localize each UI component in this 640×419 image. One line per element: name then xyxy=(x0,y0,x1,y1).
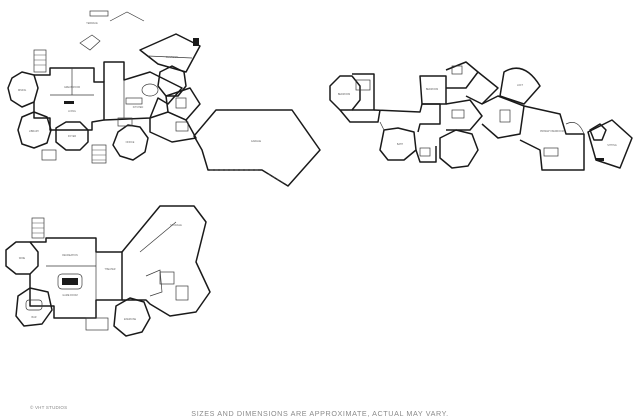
svg-text:SUNROOM: SUNROOM xyxy=(166,56,178,59)
svg-text:GARAGE: GARAGE xyxy=(251,140,262,143)
disclaimer-text: SIZES AND DIMENSIONS ARE APPROXIMATE, AC… xyxy=(191,409,449,418)
svg-text:BEDROOM: BEDROOM xyxy=(426,88,438,91)
svg-text:GAME ROOM: GAME ROOM xyxy=(62,294,77,297)
svg-text:FOYER: FOYER xyxy=(68,135,77,138)
svg-text:RECREATION: RECREATION xyxy=(62,254,78,257)
floor-plan-first-floor: GARAGE GREAT ROOM LIVING DINING LIBRARY … xyxy=(7,10,321,187)
svg-text:BATH: BATH xyxy=(397,143,403,146)
svg-text:OFFICE: OFFICE xyxy=(126,141,135,144)
svg-text:KITCHEN: KITCHEN xyxy=(133,106,144,109)
svg-text:BEDROOM: BEDROOM xyxy=(338,93,350,96)
svg-text:STORAGE: STORAGE xyxy=(170,224,182,227)
svg-text:PRIMARY BEDROOM: PRIMARY BEDROOM xyxy=(540,130,564,133)
svg-text:LIVING: LIVING xyxy=(68,110,76,113)
svg-text:LOFT: LOFT xyxy=(517,84,524,87)
svg-text:THEATER: THEATER xyxy=(105,268,116,271)
svg-text:BAR: BAR xyxy=(32,316,37,319)
svg-text:GREAT ROOM: GREAT ROOM xyxy=(64,86,80,89)
floor-plan-lower-level: RECREATION GAME ROOM THEATER BAR EXERCIS… xyxy=(5,205,211,337)
svg-text:SITTING: SITTING xyxy=(607,144,617,147)
svg-text:TERRACE: TERRACE xyxy=(86,22,98,25)
svg-text:WINE: WINE xyxy=(19,257,26,260)
watermark-text: © VHT STUDIOS xyxy=(30,405,68,410)
svg-text:EXERCISE: EXERCISE xyxy=(124,318,136,321)
svg-text:DINING: DINING xyxy=(18,89,27,92)
floor-plan-second-floor: BEDROOM BATH BEDROOM LOFT PRIMARY BEDROO… xyxy=(329,61,633,171)
svg-text:LIBRARY: LIBRARY xyxy=(29,130,40,133)
